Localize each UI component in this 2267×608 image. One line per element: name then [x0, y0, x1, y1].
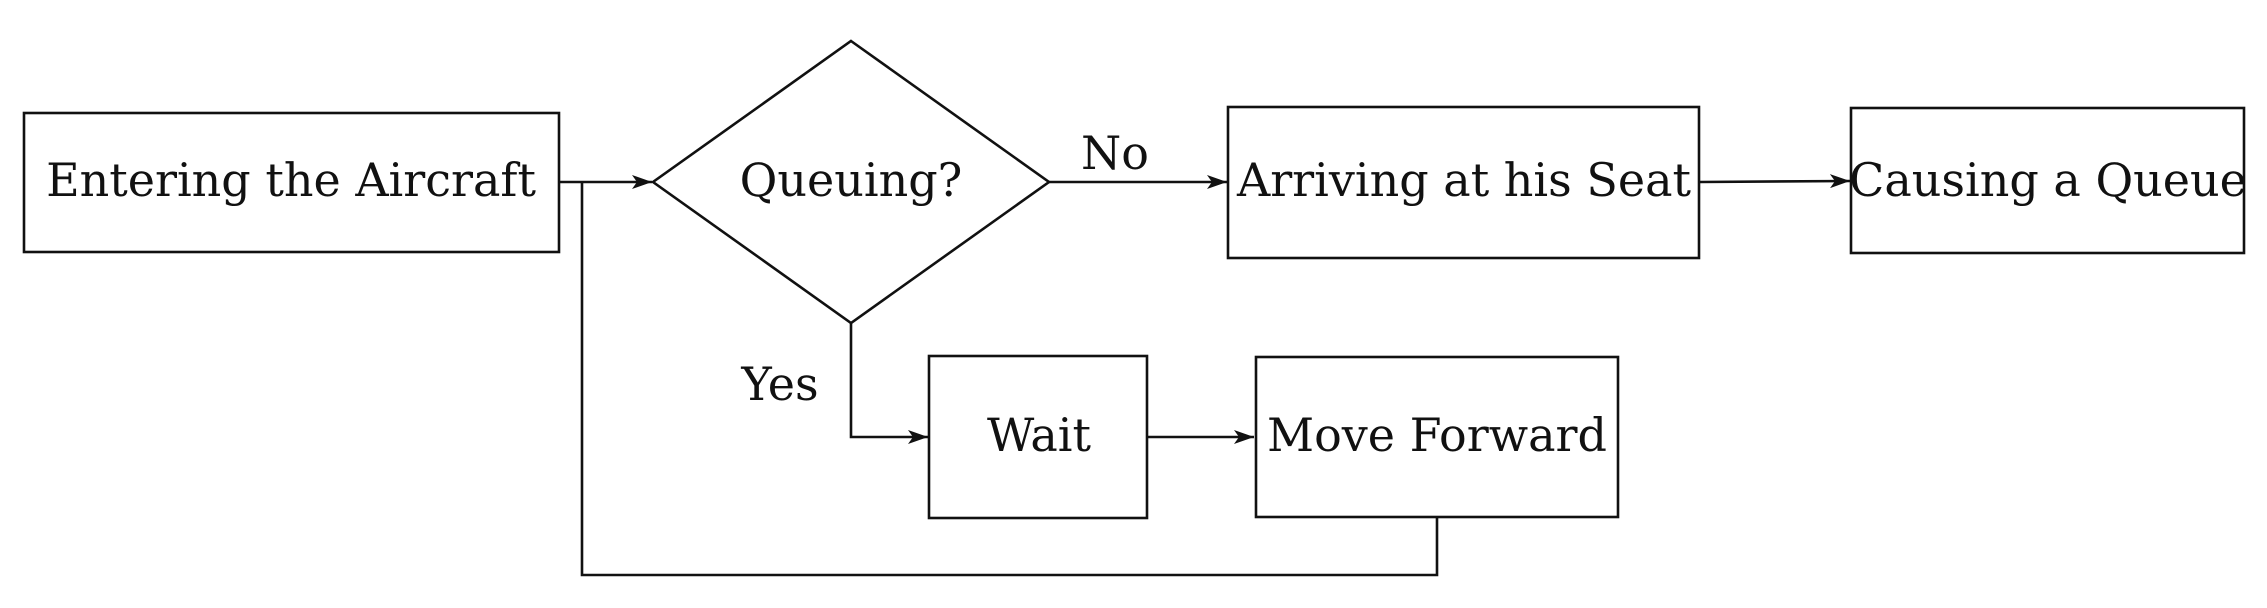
- edge-move-forward-loop-back: [580, 182, 1439, 577]
- node-queuing-decision: Queuing?: [650, 39, 1052, 325]
- node-queuing-label: Queuing?: [740, 153, 963, 207]
- node-entering-label: Entering the Aircraft: [46, 153, 536, 207]
- edge-label-no: No: [1081, 126, 1149, 180]
- node-causing-label: Causing a Queue: [1849, 153, 2247, 207]
- node-move-forward-label: Move Forward: [1267, 408, 1607, 462]
- node-wait: Wait: [927, 354, 1149, 520]
- edge-arriving-to-causing: [1699, 174, 1851, 189]
- node-arriving-label: Arriving at his Seat: [1236, 153, 1692, 207]
- node-arriving-at-his-seat: Arriving at his Seat: [1226, 105, 1701, 260]
- edge-queuing-to-wait: [849, 323, 928, 444]
- node-wait-label: Wait: [987, 408, 1091, 462]
- edge-label-yes: Yes: [740, 357, 818, 411]
- node-move-forward: Move Forward: [1254, 355, 1620, 519]
- node-entering-the-aircraft: Entering the Aircraft: [22, 111, 561, 254]
- node-causing-a-queue: Causing a Queue: [1849, 106, 2247, 255]
